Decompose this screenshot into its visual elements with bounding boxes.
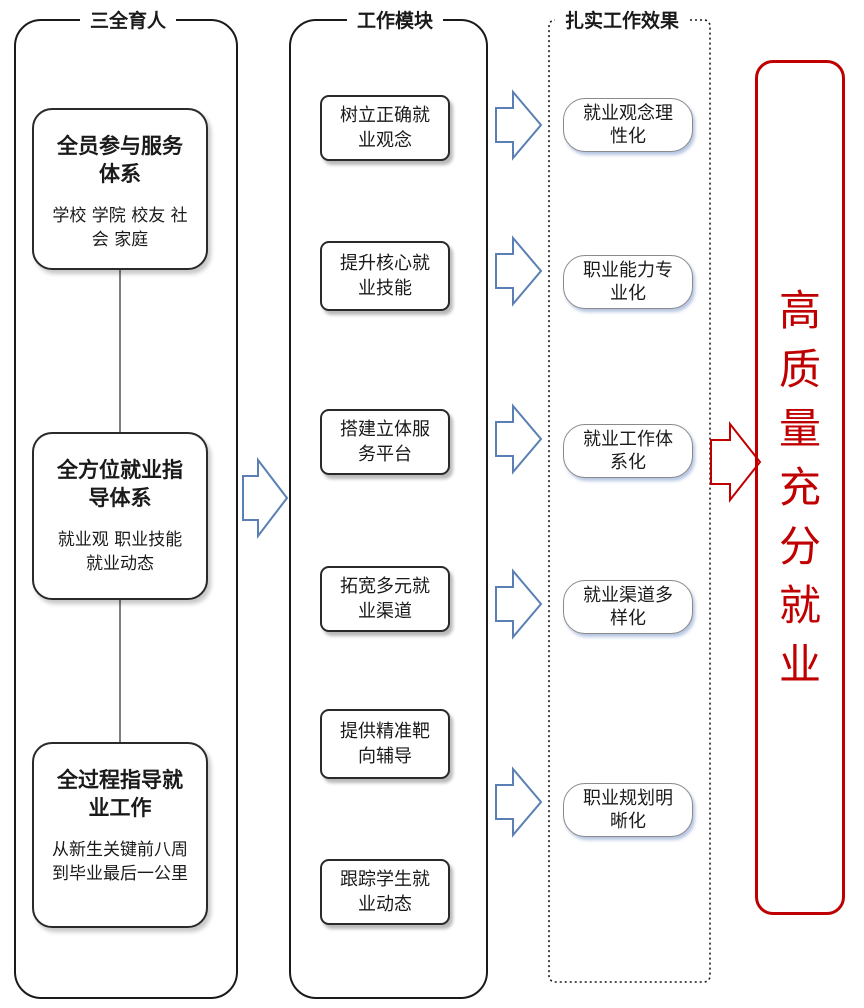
module-label: 提供精准靶向辅导 — [340, 721, 430, 767]
result-label: 就业工作体系化 — [583, 429, 673, 473]
result-label: 职业能力专业化 — [583, 260, 673, 304]
modules-column-frame — [289, 19, 488, 999]
module-to-result-arrow-icon — [495, 403, 543, 475]
pillar-title: 全方位就业指导体系 — [57, 458, 183, 510]
result-label: 就业观念理性化 — [583, 103, 673, 147]
module-box: 树立正确就业观念 — [320, 95, 450, 161]
result-pill: 职业规划明晰化 — [563, 783, 693, 837]
goal-label: 高质量充分就业 — [778, 286, 821, 689]
module-to-result-arrow-icon — [495, 235, 543, 307]
pillars-to-modules-arrow-icon — [242, 457, 289, 539]
results-column-title: 扎实工作效果 — [555, 8, 690, 34]
pillar-box-all-round: 全方位就业指导体系 就业观 职业技能 就业动态 — [32, 432, 208, 600]
result-label: 就业渠道多样化 — [583, 585, 673, 629]
module-box: 跟踪学生就业动态 — [320, 859, 450, 925]
module-box: 搭建立体服务平台 — [320, 409, 450, 475]
result-pill: 就业渠道多样化 — [563, 580, 693, 634]
pillar-box-full-staff: 全员参与服务体系 学校 学院 校友 社会 家庭 — [32, 108, 208, 270]
module-label: 跟踪学生就业动态 — [340, 869, 430, 915]
module-box: 提升核心就业技能 — [320, 241, 450, 311]
pillar-title: 全过程指导就业工作 — [57, 768, 183, 820]
module-label: 拓宽多元就业渠道 — [340, 576, 430, 622]
modules-column-title: 工作模块 — [347, 8, 444, 34]
result-pill: 职业能力专业化 — [563, 255, 693, 309]
module-label: 提升核心就业技能 — [340, 253, 430, 299]
module-to-result-arrow-icon — [495, 568, 543, 640]
results-to-goal-arrow-icon — [710, 421, 762, 503]
result-label: 职业规划明晰化 — [583, 788, 673, 832]
module-to-result-arrow-icon — [495, 766, 543, 838]
results-column-frame — [548, 19, 711, 983]
pillars-column-title: 三全育人 — [80, 8, 177, 34]
module-label: 搭建立体服务平台 — [340, 419, 430, 465]
pillar-subtitle: 就业观 职业技能 就业动态 — [57, 530, 183, 574]
goal-box: 高质量充分就业 — [755, 60, 845, 915]
module-label: 树立正确就业观念 — [340, 105, 430, 151]
module-to-result-arrow-icon — [495, 89, 543, 161]
pillar-box-whole-process: 全过程指导就业工作 从新生关键前八周到毕业最后一公里 — [32, 742, 208, 928]
pillar-title: 全员参与服务体系 — [57, 134, 183, 186]
module-box: 提供精准靶向辅导 — [320, 709, 450, 779]
pillar-subtitle: 学校 学院 校友 社会 家庭 — [52, 206, 188, 250]
result-pill: 就业观念理性化 — [563, 98, 693, 152]
result-pill: 就业工作体系化 — [563, 424, 693, 478]
module-box: 拓宽多元就业渠道 — [320, 566, 450, 632]
pillar-subtitle: 从新生关键前八周到毕业最后一公里 — [52, 840, 188, 884]
